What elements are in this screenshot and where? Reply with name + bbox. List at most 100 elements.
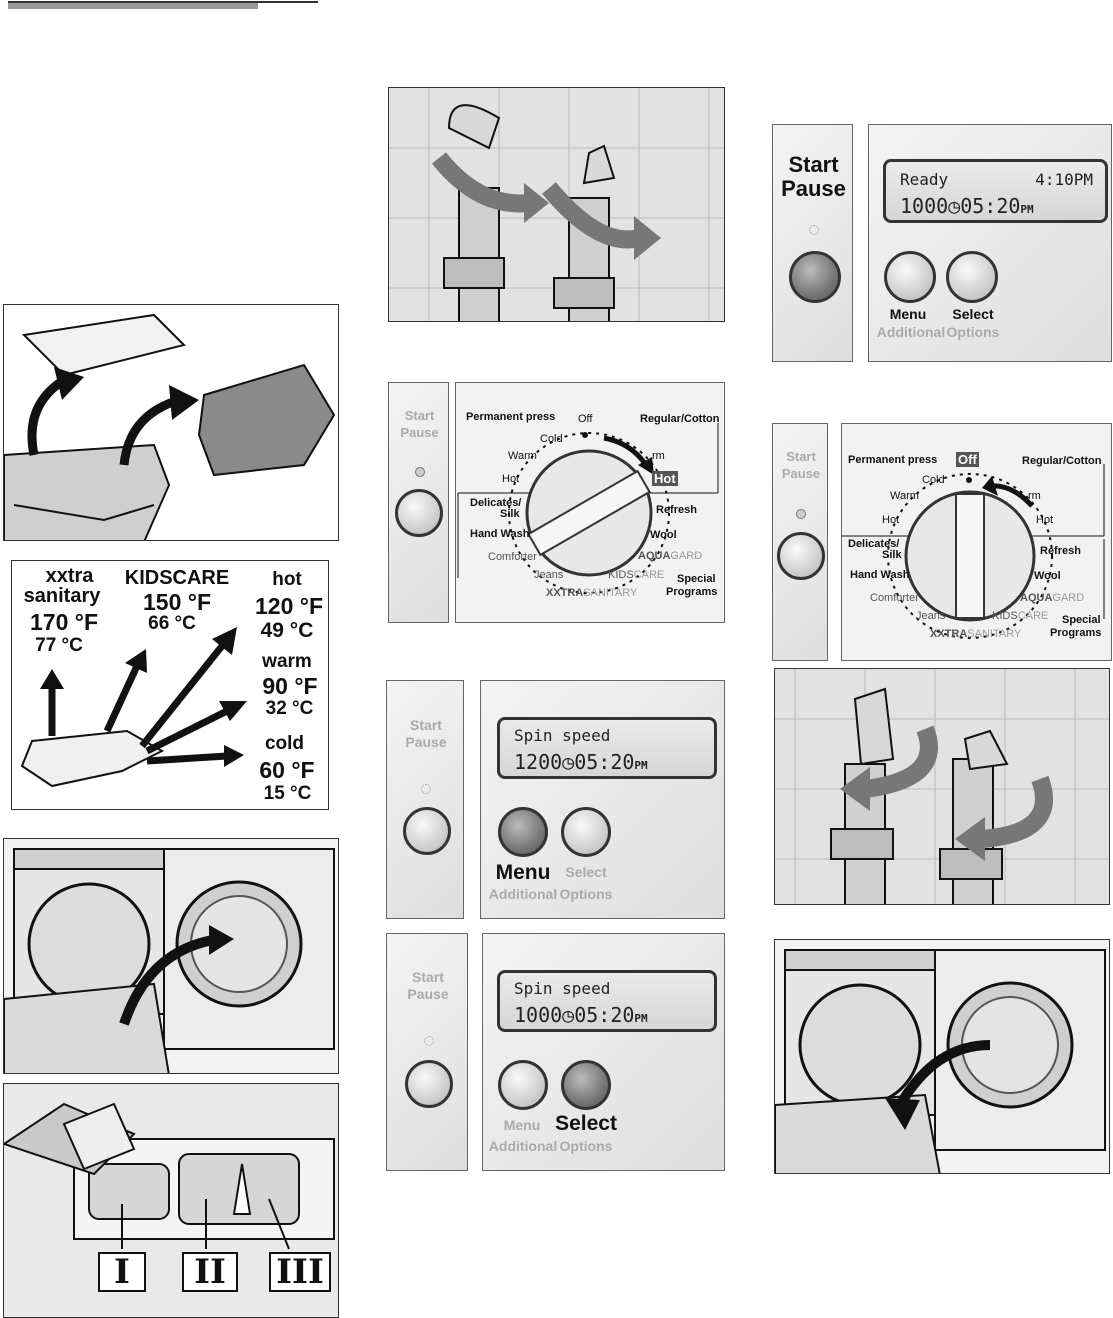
dial-silk: Silk bbox=[500, 508, 520, 520]
close-taps-illustration bbox=[774, 668, 1110, 905]
dial-programs: Programs bbox=[666, 586, 717, 598]
dial-special: Special bbox=[677, 573, 716, 585]
dial-hot-selected[interactable]: Hot bbox=[652, 471, 678, 486]
close-taps-drawing bbox=[775, 669, 1110, 905]
additional-label: Additional bbox=[485, 1139, 561, 1154]
lcd-display: Spin speed 1000◷05:20PM bbox=[497, 970, 717, 1032]
lcd-ready: Ready bbox=[900, 170, 948, 189]
dial-comforter: Comforter bbox=[870, 592, 919, 604]
status-led bbox=[415, 467, 425, 477]
dial-programs: Programs bbox=[1050, 627, 1101, 639]
start-label: Start bbox=[773, 153, 853, 177]
lcd-line2: 1200◷05:20PM bbox=[514, 750, 648, 774]
lcd-display: Spin speed 1200◷05:20PM bbox=[497, 717, 717, 779]
start-pause-panel-menu: Start Pause bbox=[386, 680, 464, 919]
start-pause-button[interactable] bbox=[789, 251, 841, 303]
options-label: Options bbox=[943, 325, 1003, 340]
pause-label: Pause bbox=[389, 426, 449, 440]
start-pause-button[interactable] bbox=[403, 807, 451, 855]
display-panel-spin-1000: Spin speed 1000◷05:20PM Menu Additional … bbox=[482, 933, 725, 1171]
dial-wool: Wool bbox=[650, 529, 677, 541]
select-button[interactable] bbox=[561, 807, 611, 857]
select-label: Select bbox=[943, 307, 1003, 322]
sort-laundry-illustration bbox=[3, 304, 339, 541]
options-label: Options bbox=[557, 887, 615, 902]
menu-button[interactable] bbox=[498, 807, 548, 857]
lcd-line2: 1000◷05:20PM bbox=[514, 1003, 648, 1027]
dial-kids: KIDSCARE bbox=[992, 610, 1048, 622]
dial-comforter: Comforter bbox=[488, 551, 537, 563]
detergent-dispenser-illustration: I II III bbox=[3, 1083, 339, 1318]
select-button[interactable] bbox=[561, 1060, 611, 1110]
sort-laundry-drawing bbox=[4, 305, 339, 541]
dial-hand-wash: Hand Wash bbox=[850, 569, 910, 581]
start-pause-panel-dial-off: Start Pause bbox=[772, 423, 828, 661]
load-drum-drawing bbox=[4, 839, 339, 1074]
temperature-chart: xxtra sanitary 170 °F 77 °C KIDSCARE 150… bbox=[11, 560, 329, 810]
select-label: Select bbox=[561, 865, 611, 880]
start-label: Start bbox=[389, 409, 449, 423]
lcd-line1: Spin speed bbox=[514, 726, 610, 745]
start-label: Start bbox=[387, 718, 464, 733]
dial-refresh: Refresh bbox=[1040, 545, 1081, 557]
status-led bbox=[424, 1036, 434, 1046]
pause-label: Pause bbox=[387, 735, 464, 750]
dial-hot-right: Hot bbox=[1036, 514, 1053, 526]
display-panel-ready: Ready 4:10PM 1000◷05:20PM Menu Additiona… bbox=[868, 124, 1112, 362]
dial-permanent-press: Permanent press bbox=[466, 411, 555, 423]
lcd-line2: 1000◷05:20PM bbox=[900, 194, 1034, 218]
dispenser-label-2: II bbox=[182, 1252, 238, 1292]
status-led bbox=[809, 225, 819, 235]
dial-silk: Silk bbox=[882, 549, 902, 561]
load-drum-illustration bbox=[3, 838, 339, 1074]
dial-hot-left: Hot bbox=[882, 514, 899, 526]
dial-hot-left: Hot bbox=[502, 473, 519, 485]
menu-label: Menu bbox=[879, 307, 937, 322]
dial-kids: KIDSCARE bbox=[608, 569, 664, 581]
dial-jeans: Jeans bbox=[534, 569, 563, 581]
temperature-arrows bbox=[12, 561, 329, 810]
start-pause-panel-select: Start Pause bbox=[386, 933, 468, 1171]
dial-special: Special bbox=[1062, 614, 1101, 626]
program-dial-panel-off: Permanent press Off Regular/Cotton Cold … bbox=[841, 423, 1112, 661]
unload-drum-illustration bbox=[774, 939, 1110, 1174]
menu-button[interactable] bbox=[498, 1060, 548, 1110]
dial-warm: Warm bbox=[890, 490, 919, 502]
dial-regular-cotton: Regular/Cotton bbox=[640, 413, 719, 425]
menu-label: Menu bbox=[493, 1118, 551, 1133]
dial-aquagard: AQUAGARD bbox=[638, 550, 702, 562]
status-led bbox=[421, 784, 431, 794]
dial-xxtra-sanitary: XXTRASANITARY bbox=[930, 628, 1021, 640]
pause-label: Pause bbox=[773, 177, 853, 201]
dial-warm-partial: rm bbox=[1028, 490, 1041, 502]
dial-jeans: Jeans bbox=[916, 610, 945, 622]
lcd-line1: Spin speed bbox=[514, 979, 610, 998]
start-pause-button[interactable] bbox=[777, 532, 825, 580]
dial-hand-wash: Hand Wash bbox=[470, 528, 530, 540]
dial-regular-cotton: Regular/Cotton bbox=[1022, 455, 1101, 467]
unload-drum-drawing bbox=[775, 940, 1110, 1174]
menu-button[interactable] bbox=[884, 251, 936, 303]
start-pause-button[interactable] bbox=[395, 489, 443, 537]
header-bar bbox=[8, 3, 258, 9]
lcd-time: 4:10PM bbox=[1035, 170, 1093, 189]
start-pause-button[interactable] bbox=[405, 1060, 453, 1108]
start-pause-panel-dial-hot: Start Pause bbox=[388, 382, 449, 623]
program-dial-panel-hot: Permanent press Off Regular/Cotton Cold … bbox=[455, 382, 725, 623]
dial-off: Off bbox=[578, 413, 592, 425]
dial-cold: Cold bbox=[922, 474, 945, 486]
options-label: Options bbox=[557, 1139, 615, 1154]
additional-label: Additional bbox=[485, 887, 561, 902]
menu-label: Menu bbox=[491, 861, 555, 884]
start-label: Start bbox=[387, 970, 468, 985]
dispenser-label-1: I bbox=[98, 1252, 146, 1292]
start-label: Start bbox=[773, 450, 828, 464]
dial-warm: Warm bbox=[508, 450, 537, 462]
display-panel-spin-1200: Spin speed 1200◷05:20PM Menu Additional … bbox=[480, 680, 725, 919]
dial-off-selected[interactable]: Off bbox=[956, 452, 979, 467]
pause-label: Pause bbox=[387, 987, 468, 1002]
dial-warm-partial: rm bbox=[652, 450, 665, 462]
additional-label: Additional bbox=[873, 325, 949, 340]
open-taps-illustration bbox=[388, 87, 725, 322]
select-button[interactable] bbox=[946, 251, 998, 303]
